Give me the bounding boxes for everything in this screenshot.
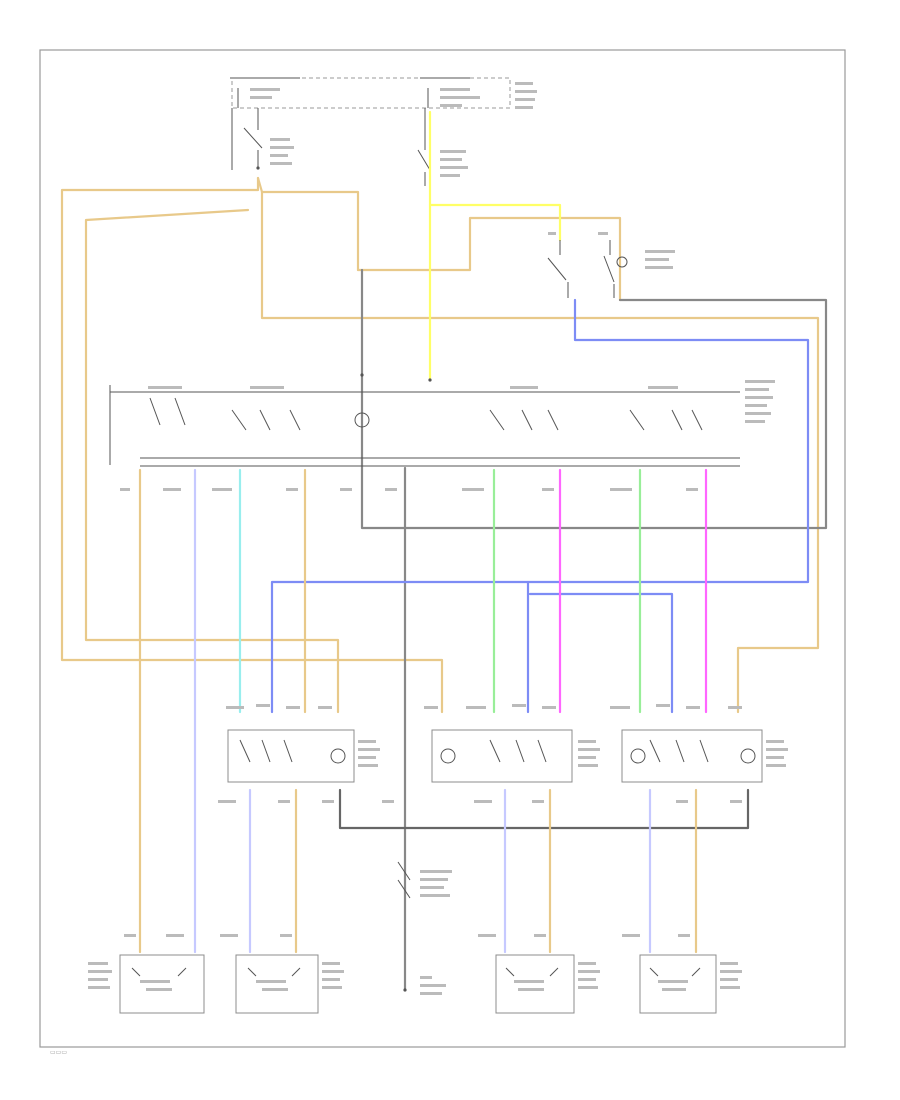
right-rear-door-switch [621, 729, 788, 783]
wire-harness [60, 110, 828, 992]
corner-mark: ▭▭▭ [50, 1049, 67, 1056]
driver-door-switch [109, 373, 775, 467]
fuse-block [230, 77, 537, 109]
wire-color-tags [124, 704, 742, 937]
window-relay-switches [547, 232, 675, 298]
left-front-window-motor [88, 954, 205, 1014]
ground-junction [397, 861, 452, 995]
power-window-relay [417, 108, 468, 186]
window-lockout-switch [231, 108, 294, 170]
left-front-door-switch [227, 729, 380, 783]
left-rear-window-motor [495, 954, 600, 1014]
right-rear-window-motor [639, 954, 742, 1014]
diagram-frame [39, 49, 846, 1048]
left-rear-door-switch [431, 729, 600, 783]
right-front-window-motor [235, 954, 344, 1014]
driver-switch-pin-labels [120, 488, 698, 491]
